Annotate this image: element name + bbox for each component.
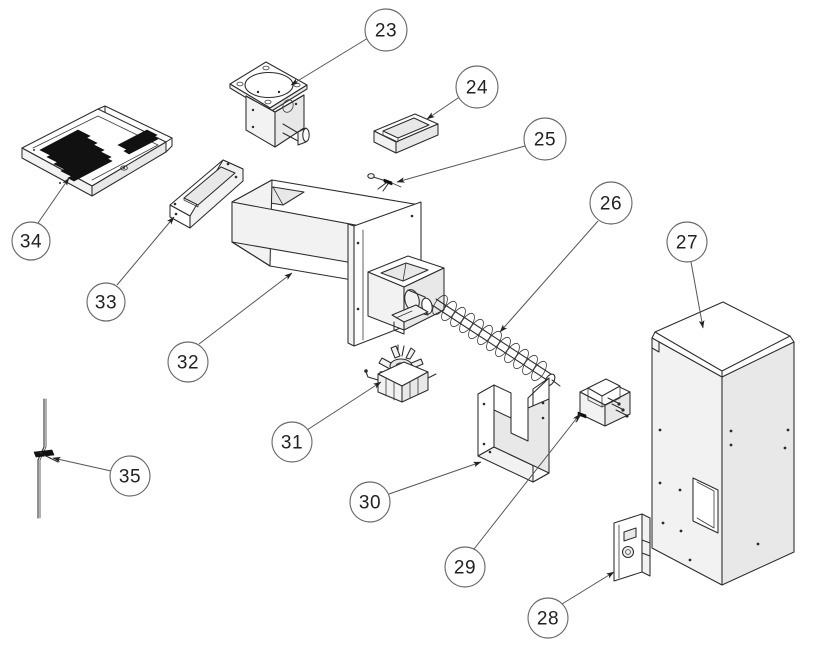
part-control-cabinet-enclosure	[651, 301, 795, 586]
part-igniter-probe	[367, 173, 402, 192]
callout-bubble-29[interactable]: 29	[444, 546, 486, 588]
part-contactor-transformer	[575, 378, 631, 427]
callout-circle-25[interactable]	[523, 117, 567, 161]
callout-circle-29[interactable]	[444, 546, 486, 588]
part-burner-grate-tray	[21, 105, 173, 197]
callout-label-30: 30	[359, 493, 381, 514]
part-gearbox-motor-flange	[229, 61, 310, 148]
part-u-channel-bracket	[477, 377, 550, 483]
callout-bubble-30[interactable]: 30	[349, 481, 391, 523]
callout-label-27: 27	[676, 233, 698, 254]
part-mounting-gasket-plate	[169, 159, 244, 229]
part-blower-fan-motor	[364, 344, 437, 403]
callout-label-25: 25	[534, 130, 556, 151]
callout-bubble-28[interactable]: 28	[527, 597, 569, 639]
callout-label-31: 31	[281, 433, 303, 454]
callout-label-29: 29	[454, 558, 476, 579]
part-auger-screw	[431, 294, 561, 387]
callout-label-33: 33	[95, 293, 117, 314]
callout-bubble-24[interactable]: 24	[455, 65, 499, 109]
callout-label-24: 24	[466, 78, 488, 99]
callout-bubble-34[interactable]: 34	[11, 221, 51, 261]
callout-bubble-23[interactable]: 23	[364, 8, 408, 52]
callout-label-34: 34	[20, 232, 42, 253]
part-square-gasket	[373, 113, 439, 154]
callout-bubble-27[interactable]: 27	[666, 221, 708, 263]
callout-circle-34[interactable]	[11, 221, 51, 261]
callout-circle-23[interactable]	[364, 8, 408, 52]
leader-lines	[37, 37, 705, 605]
callout-bubble-32[interactable]: 32	[167, 341, 209, 383]
callout-label-26: 26	[600, 194, 622, 215]
callout-label-23: 23	[375, 21, 397, 42]
callout-bubble-26[interactable]: 26	[589, 181, 633, 225]
callout-label-28: 28	[537, 609, 559, 630]
callout-circle-31[interactable]	[271, 421, 313, 463]
callout-circle-27[interactable]	[666, 221, 708, 263]
callout-circle-26[interactable]	[589, 181, 633, 225]
callout-bubble-35[interactable]: 35	[109, 455, 151, 497]
callout-circle-32[interactable]	[167, 341, 209, 383]
callout-bubbles: 23 24 25 26 27 28 29 30 31 32 33 34 35	[11, 8, 708, 639]
callout-circle-33[interactable]	[86, 282, 126, 322]
callout-label-32: 32	[177, 353, 199, 374]
callout-bubble-31[interactable]: 31	[271, 421, 313, 463]
callout-label-35: 35	[119, 467, 141, 488]
part-hopper-trough-chute	[231, 179, 445, 347]
callout-circle-30[interactable]	[349, 481, 391, 523]
callout-circle-35[interactable]	[109, 455, 151, 497]
callout-bubble-25[interactable]: 25	[523, 117, 567, 161]
part-switch-control-plate	[613, 513, 651, 582]
callout-circle-24[interactable]	[455, 65, 499, 109]
callout-circle-28[interactable]	[527, 597, 569, 639]
part-flame-sensor-electrode	[33, 398, 59, 519]
callout-bubble-33[interactable]: 33	[86, 282, 126, 322]
